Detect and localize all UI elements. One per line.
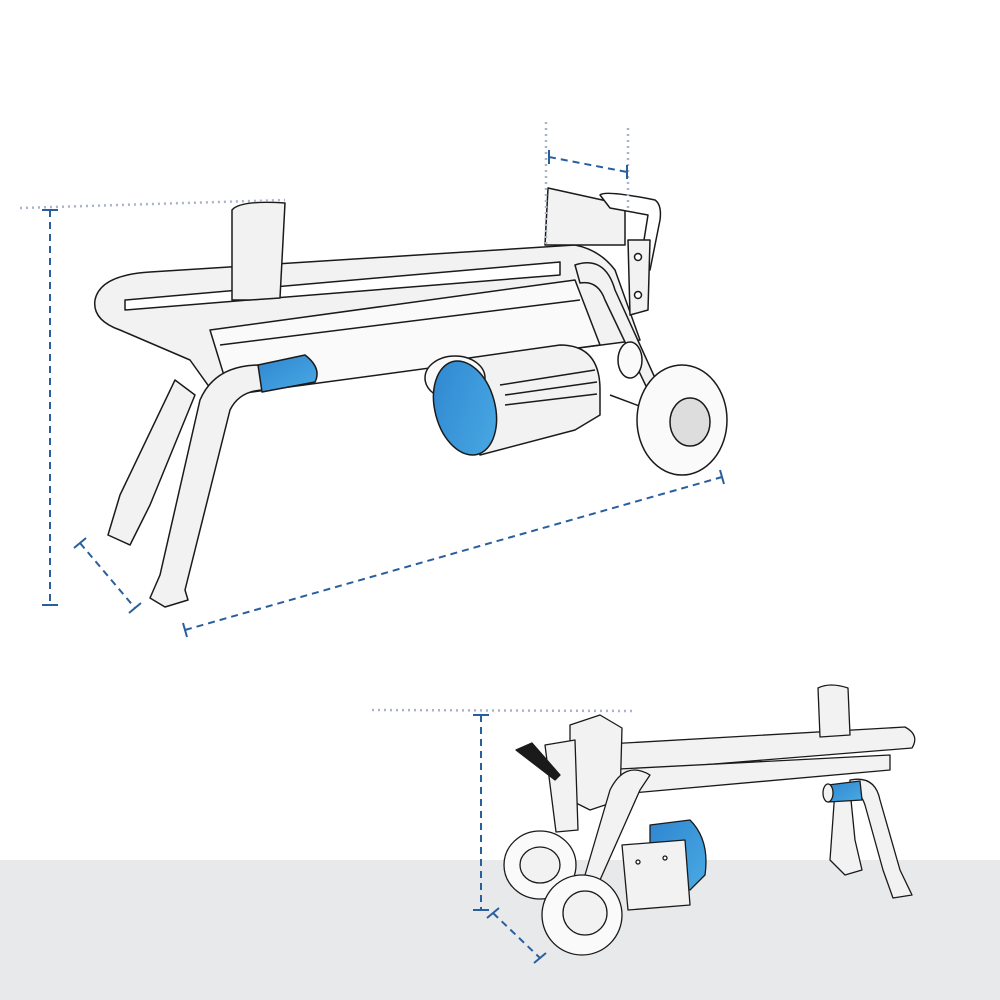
motor-cover-blue xyxy=(432,360,498,456)
small-motor-box xyxy=(621,839,691,911)
log-splitter-large-icon xyxy=(93,187,728,608)
dimension-lines-large xyxy=(19,122,725,638)
small-rear-leg xyxy=(829,789,863,876)
floor xyxy=(0,860,1000,1000)
dimension-lines-small xyxy=(371,708,633,964)
top-width-dimension xyxy=(548,156,628,173)
length-dimension xyxy=(184,476,723,631)
log-splitter-small-icon xyxy=(503,684,916,956)
small-side-plate xyxy=(544,739,579,833)
small-wedge xyxy=(817,684,851,738)
cylinder-end xyxy=(257,354,318,393)
splitting-wedge xyxy=(231,201,286,301)
small-lever xyxy=(515,742,561,781)
front-leg xyxy=(149,364,266,608)
side-bracket xyxy=(627,239,651,316)
small-depth-dimension xyxy=(492,912,541,959)
rear-leg xyxy=(107,379,196,546)
depth-dimension xyxy=(79,542,136,609)
small-strut xyxy=(584,769,651,881)
small-height-guide xyxy=(371,708,633,713)
height-guide xyxy=(19,198,286,210)
